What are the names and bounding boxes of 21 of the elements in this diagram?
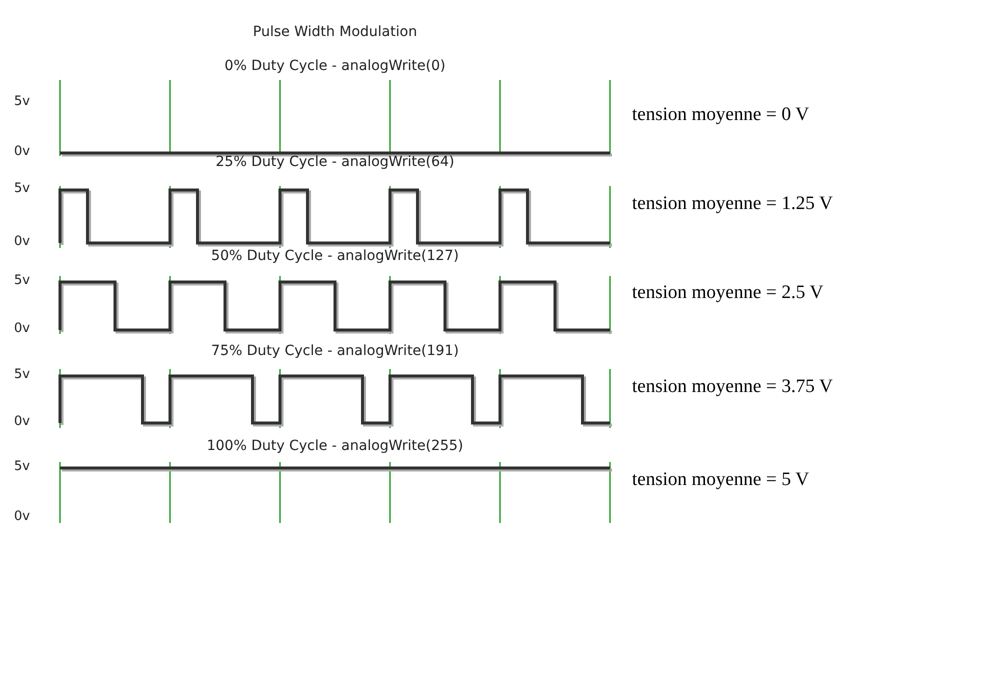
voltage-level-label: 5v bbox=[14, 273, 30, 288]
voltage-level-label: 5v bbox=[14, 367, 30, 382]
average-voltage-text: tension moyenne = 2.5 V bbox=[632, 282, 824, 304]
voltage-level-label: 0v bbox=[14, 321, 30, 336]
average-voltage-text: tension moyenne = 1.25 V bbox=[632, 192, 833, 214]
voltage-level-label: 0v bbox=[14, 144, 30, 159]
duty-cycle-heading: 75% Duty Cycle - analogWrite(191) bbox=[211, 343, 459, 359]
voltage-level-label: 0v bbox=[14, 234, 30, 249]
duty-cycle-heading: 100% Duty Cycle - analogWrite(255) bbox=[206, 438, 464, 454]
diagram-title: Pulse Width Modulation bbox=[252, 24, 418, 40]
duty-cycle-heading: 25% Duty Cycle - analogWrite(64) bbox=[216, 154, 454, 170]
duty-cycle-heading: 0% Duty Cycle - analogWrite(0) bbox=[224, 58, 446, 74]
average-voltage-text: tension moyenne = 3.75 V bbox=[632, 376, 833, 398]
average-voltage-text: tension moyenne = 0 V bbox=[632, 104, 810, 126]
average-voltage-text: tension moyenne = 5 V bbox=[632, 469, 810, 491]
voltage-level-label: 0v bbox=[14, 509, 30, 524]
voltage-level-label: 0v bbox=[14, 414, 30, 429]
voltage-level-label: 5v bbox=[14, 459, 30, 474]
voltage-level-label: 5v bbox=[14, 94, 30, 109]
duty-cycle-heading: 50% Duty Cycle - analogWrite(127) bbox=[211, 248, 459, 264]
voltage-level-label: 5v bbox=[14, 181, 30, 196]
